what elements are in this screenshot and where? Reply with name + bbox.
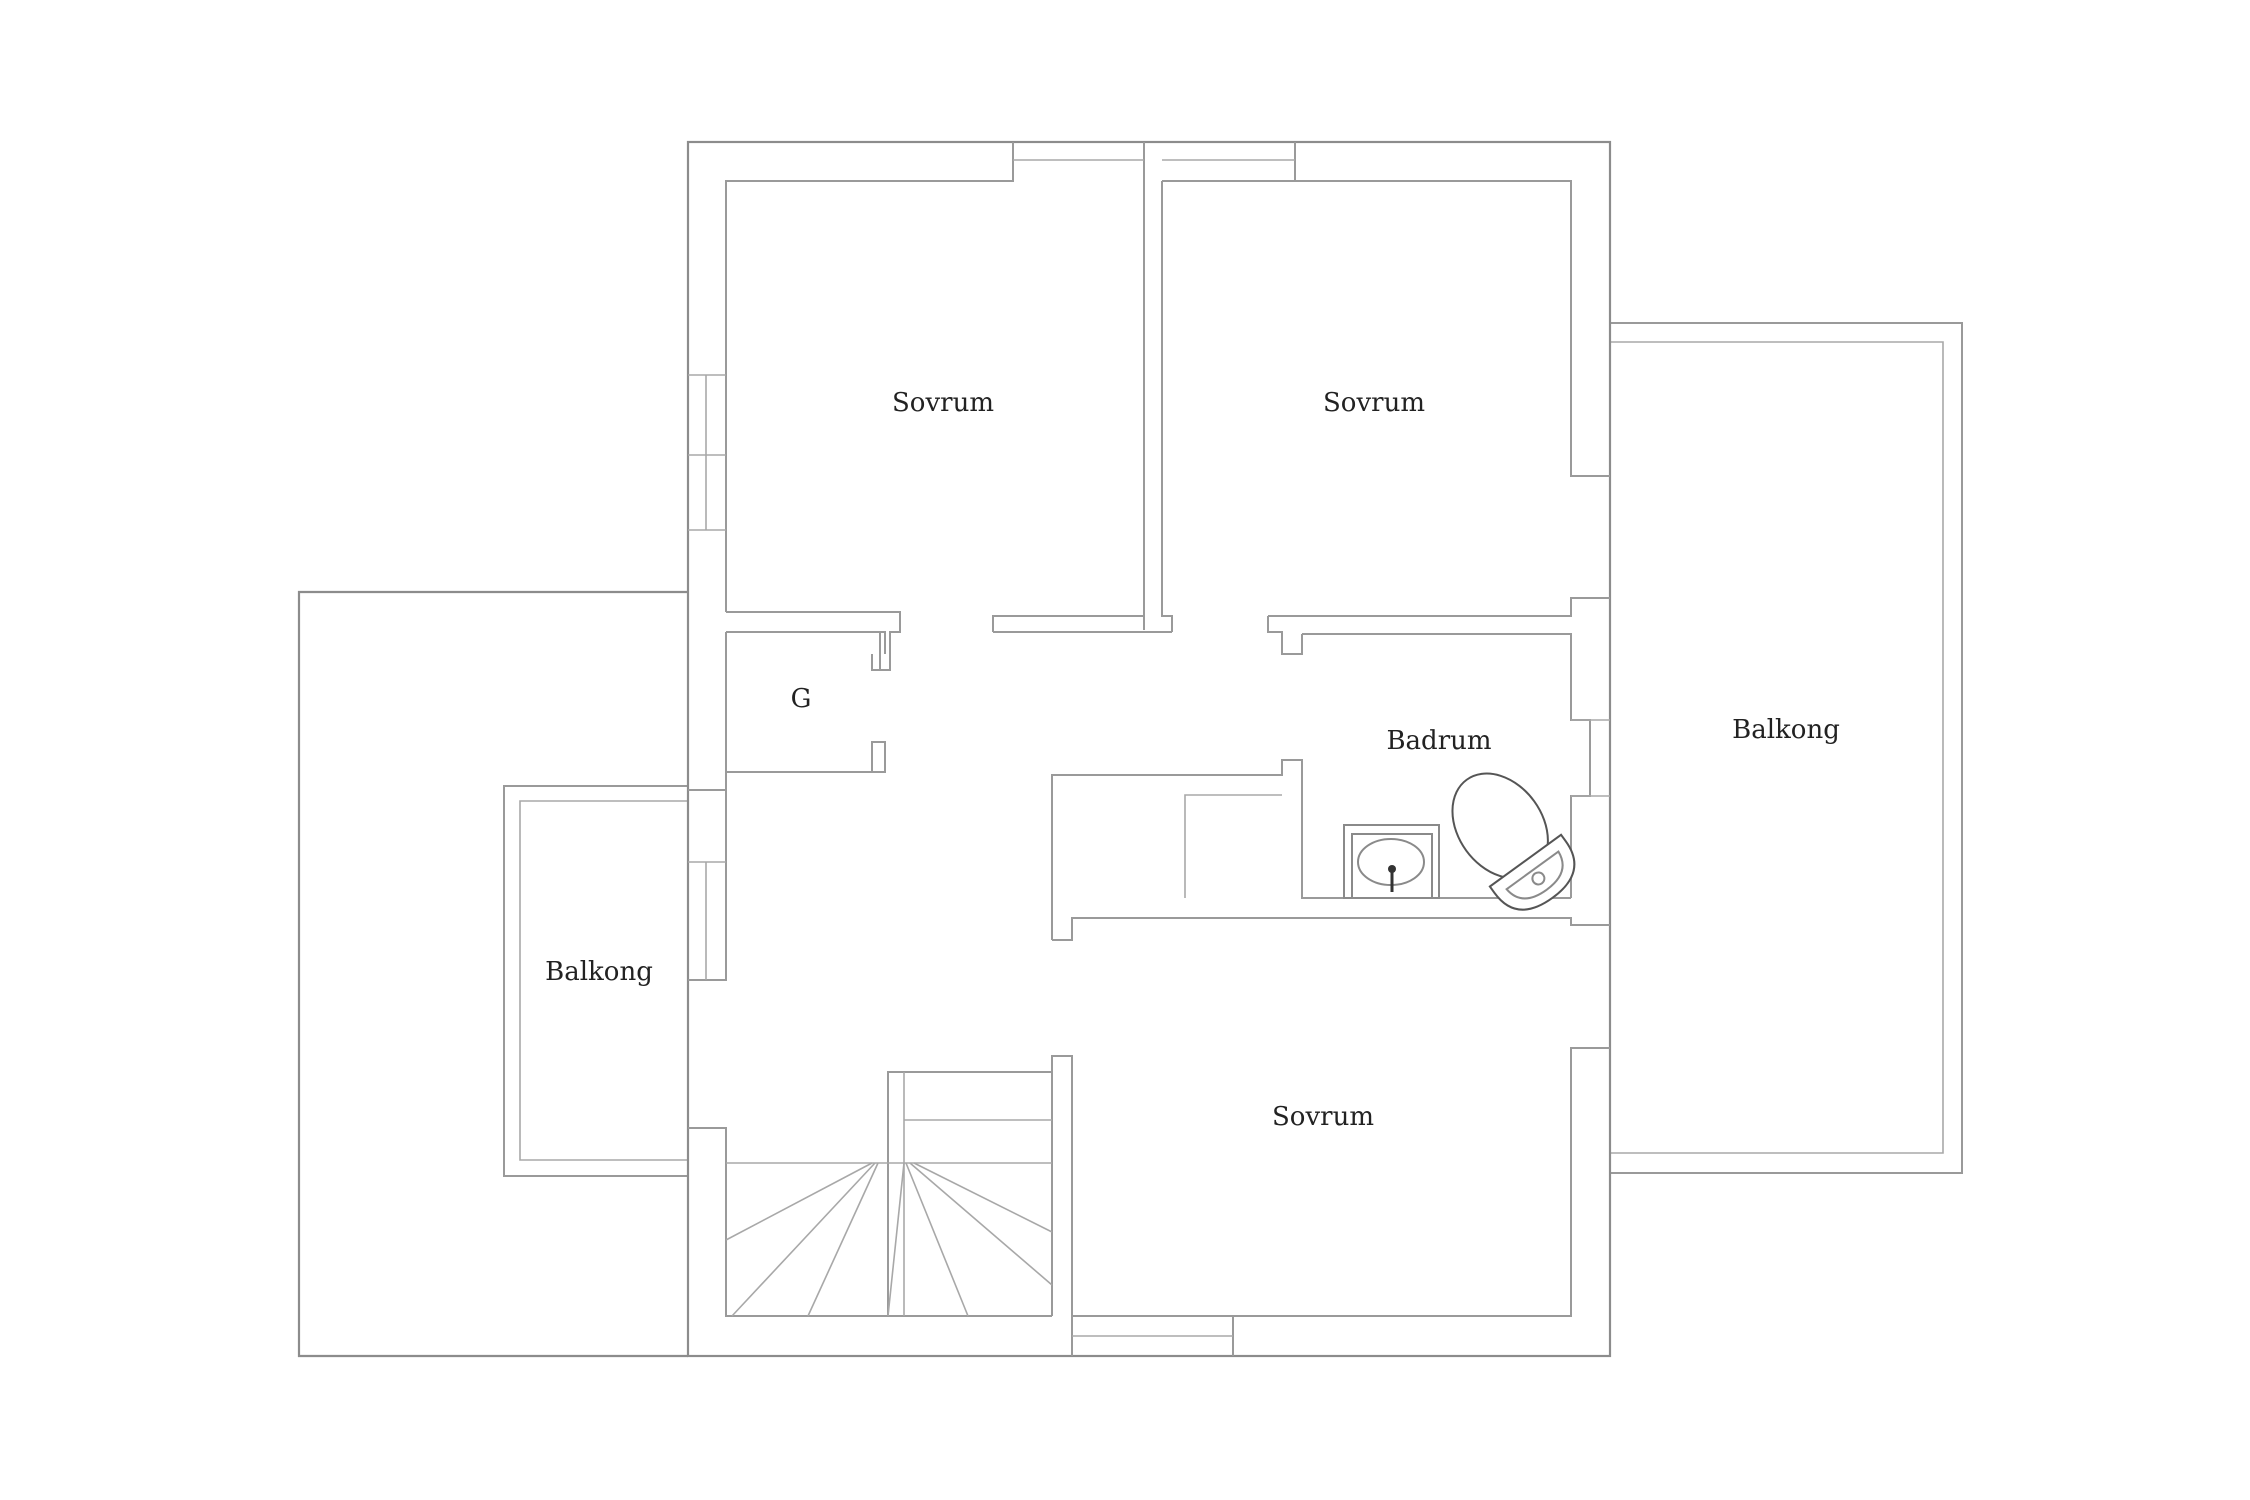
- room-label-sovrum-3: Sovrum: [1272, 1102, 1374, 1132]
- room-label-badrum: Badrum: [1386, 726, 1491, 756]
- room-label-sovrum-2: Sovrum: [1323, 388, 1425, 418]
- balkong-right-area: [1610, 322, 1963, 1174]
- room-label-balkong-right: Balkong: [1732, 715, 1840, 745]
- sink-icon: [1343, 824, 1440, 899]
- room-labels: Sovrum Sovrum Sovrum Badrum G Balkong Ba…: [545, 388, 1840, 1132]
- room-label-g: G: [791, 684, 812, 714]
- terrace-left-outline: [297, 590, 688, 1358]
- inner-walls: [688, 142, 1610, 1356]
- room-label-sovrum-1: Sovrum: [892, 388, 994, 418]
- balkong-left-area: [503, 785, 688, 1177]
- building-outer-walls: [686, 140, 1612, 1358]
- toilet-icon: [1451, 772, 1576, 911]
- staircase-icon: [725, 1162, 1053, 1317]
- room-label-balkong-left: Balkong: [545, 957, 653, 987]
